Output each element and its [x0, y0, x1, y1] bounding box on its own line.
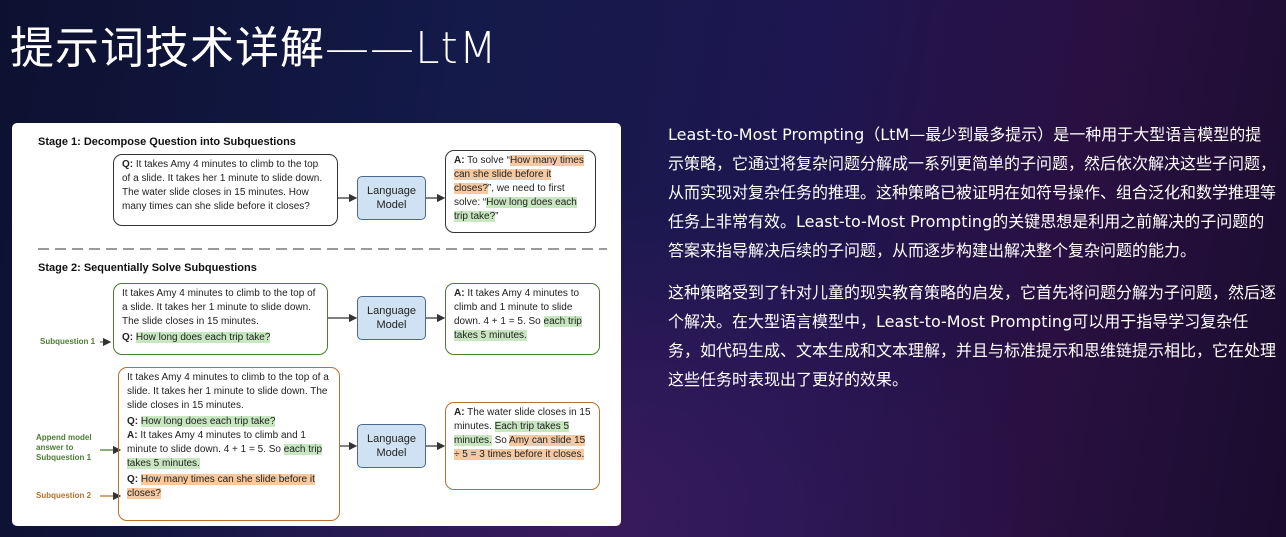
paragraph-2: 这种策略受到了针对儿童的现实教育策略的启发，它首先将问题分解为子问题，然后逐个解…	[668, 283, 1277, 389]
append-answer-side-label: Append model answer to Subquestion 1	[36, 433, 92, 462]
subquestion1-text: How long does each trip take?	[135, 332, 271, 343]
subquestion2-box: It takes Amy 4 minutes to climb to the t…	[118, 367, 340, 521]
stage1-question-box: Q: It takes Amy 4 minutes to climb to th…	[113, 154, 338, 226]
stage1-answer-box: A: To solve “How many times can she slid…	[445, 150, 596, 233]
subquestion1-answer-box: A: It takes Amy 4 minutes to climb and 1…	[445, 283, 600, 355]
stage1-label: Stage 1: Decompose Question into Subques…	[38, 136, 296, 148]
paragraph-1: Least-to-Most Prompting（LtM—最少到最多提示）是一种用…	[668, 125, 1277, 260]
subquestion1-side-label: Subquestion 1	[40, 337, 96, 346]
subquestion2-text: How many times can she slide before it c…	[127, 474, 315, 499]
ltm-diagram: Stage 1: Decompose Question into Subques…	[12, 123, 621, 526]
final-answer-box: A: The water slide closes in 15 minutes.…	[445, 402, 600, 490]
context-text: It takes Amy 4 minutes to climb to the t…	[122, 288, 316, 327]
page-title: 提示词技术详解——LtM	[10, 23, 498, 74]
language-model-box-1: Language Model	[357, 176, 426, 220]
subquestion1-box: It takes Amy 4 minutes to climb to the t…	[113, 283, 328, 355]
stage2-label: Stage 2: Sequentially Solve Subquestions	[38, 262, 257, 274]
subquestion2-side-label: Subquestion 2	[36, 491, 92, 500]
language-model-box-2: Language Model	[357, 296, 426, 340]
description-text: Least-to-Most Prompting（LtM—最少到最多提示）是一种用…	[668, 120, 1276, 407]
diagram-connectors	[38, 193, 607, 501]
language-model-box-3: Language Model	[357, 424, 426, 468]
